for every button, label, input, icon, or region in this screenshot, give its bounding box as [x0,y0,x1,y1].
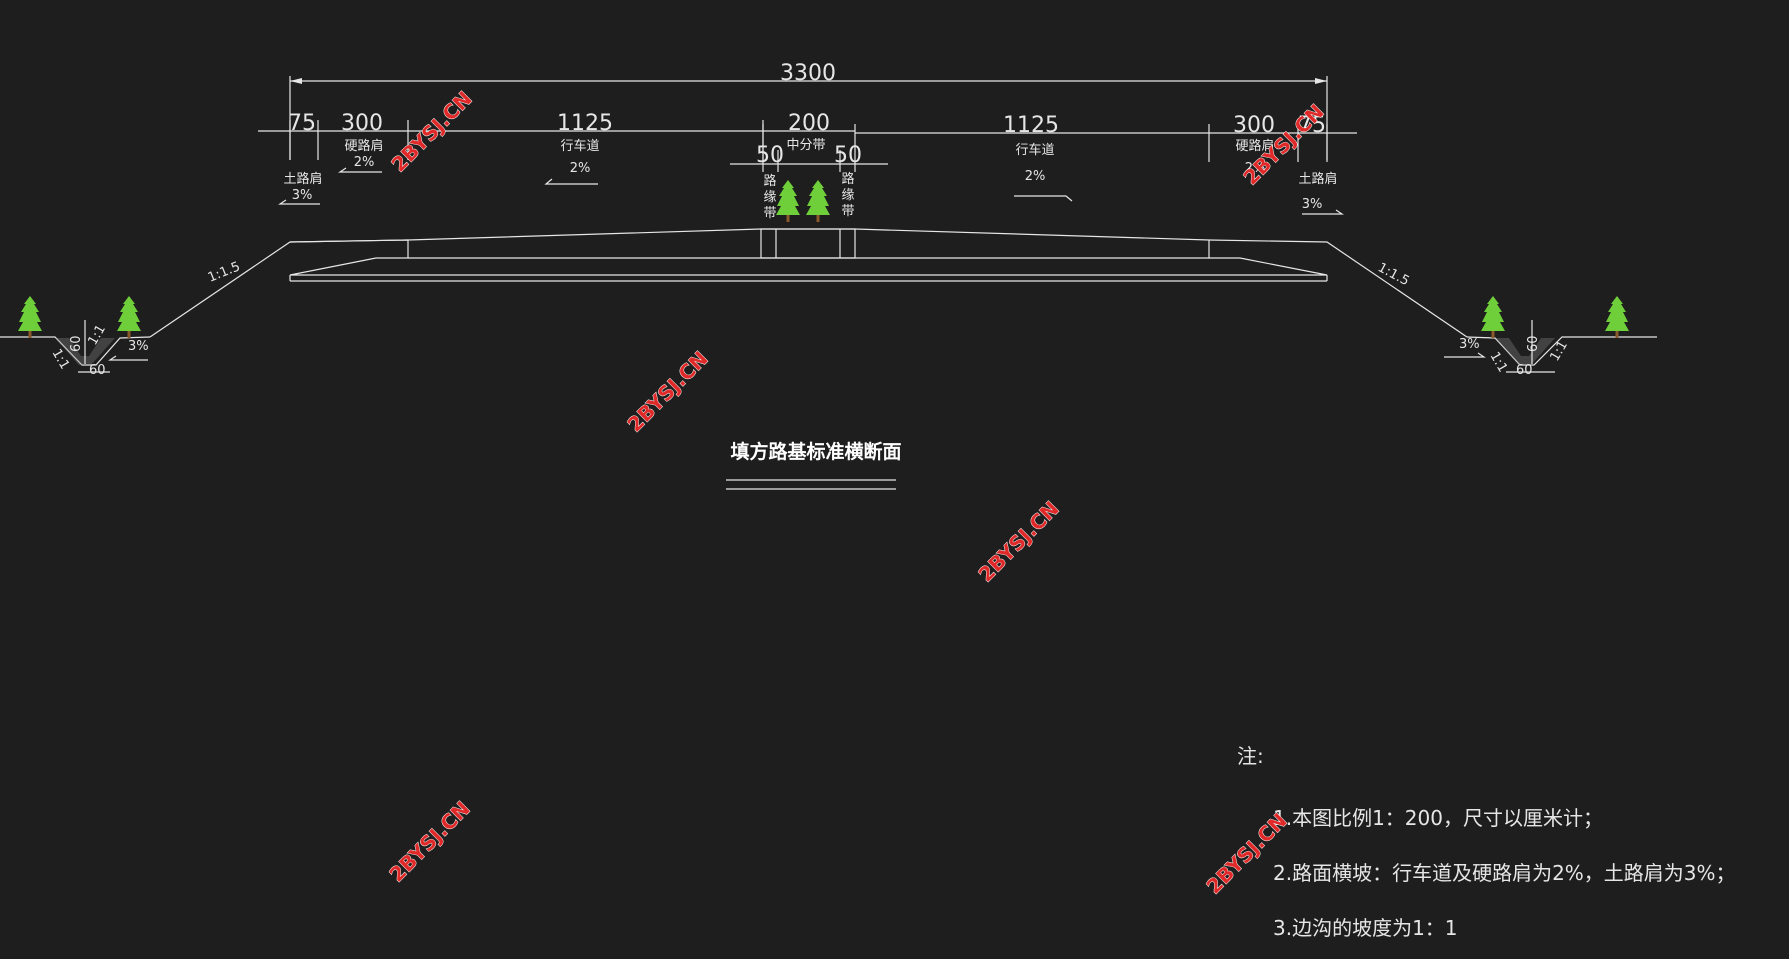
right-carriageway-width: 1125 [1003,113,1059,138]
roadbed-section: 1:1.5 1:1.5 [149,228,1468,338]
right-carriageway-slope: 2% [1025,169,1046,184]
right-ditch-side-slope-1: 1:1 [1487,350,1510,376]
notes-heading: 注: [1237,744,1264,768]
left-earth-shoulder-label: 土路肩 [283,171,322,187]
tree-icon [18,296,42,338]
watermark: 2BYSJ.CN [974,496,1064,586]
left-ditch-depth: 60 [69,335,84,352]
left-sub-dimensions: 75 300 1125 [258,111,764,160]
watermark: 2BYSJ.CN [385,796,475,886]
right-earth-shoulder-width: 75 [1298,113,1326,138]
left-ditch-width: 60 [89,363,106,378]
left-embankment-slope: 1:1.5 [206,259,243,285]
left-hard-shoulder-slope: 2% [354,155,375,170]
right-strip-char-1: 路 [841,171,854,187]
left-earth-shoulder-width: 75 [288,111,316,136]
left-strip-char-1: 路 [763,173,776,189]
watermarks: 2BYSJ.CN 2BYSJ.CN 2BYSJ.CN 2BYSJ.CN 2BYS… [384,86,1329,899]
tree-icon [1605,296,1629,338]
right-strip-char-3: 带 [841,204,854,219]
median-label: 中分带 [786,138,825,153]
left-strip-char-2: 缘 [763,190,776,205]
left-hard-shoulder-label: 硬路肩 [344,138,383,154]
median-tree-icon [806,180,830,222]
right-carriageway-label: 行车道 [1015,142,1054,158]
watermark: 2BYSJ.CN [623,346,713,436]
ground-and-ditches: 60 60 1:1 1:1 3% 60 60 1:1 1:1 3% [0,296,1657,378]
median-dimensions: 200 中分带 50 50 路 缘 带 路 缘 带 [730,111,888,222]
lane-labels: 土路肩 3% 硬路肩 2% 行车道 2% 行车道 2% 硬路肩 2% 土路肩 3… [278,138,1344,215]
watermark: 2BYSJ.CN [1202,808,1292,898]
median-right-strip-width: 50 [834,143,862,168]
total-width-dimension: 3300 [289,61,1328,160]
title-text: 填方路基标准横断面 [730,440,901,463]
right-hard-shoulder-label: 硬路肩 [1235,138,1274,154]
right-earth-shoulder-slope: 3% [1302,197,1323,212]
notes: 注: 1.本图比例1：200，尺寸以厘米计； 2.路面横坡：行车道及硬路肩为2%… [1237,744,1736,940]
note-3: 3.边沟的坡度为1：1 [1273,916,1458,940]
right-ditch-depth: 60 [1526,335,1541,352]
left-carriageway-label: 行车道 [560,138,599,154]
tree-icon [117,296,141,338]
right-earth-shoulder-label: 土路肩 [1298,171,1337,187]
left-carriageway-slope: 2% [570,161,591,176]
right-hard-shoulder-slope: 2% [1245,161,1266,176]
right-strip-char-2: 缘 [841,188,854,203]
note-2: 2.路面横坡：行车道及硬路肩为2%，土路肩为3%； [1273,861,1736,885]
right-hard-shoulder-width: 300 [1233,113,1275,138]
left-strip-char-3: 带 [763,206,776,221]
left-berm-slope: 3% [128,339,149,354]
right-sub-dimensions: 1125 300 75 [855,113,1357,162]
left-carriageway-width: 1125 [557,111,613,136]
total-width-label: 3300 [780,61,836,86]
tree-icon [1481,296,1505,338]
note-1: 1.本图比例1：200，尺寸以厘米计； [1273,806,1603,830]
median-left-strip-width: 50 [756,143,784,168]
median-width: 200 [788,111,830,136]
drawing-title: 填方路基标准横断面 [726,440,902,490]
left-earth-shoulder-slope: 3% [292,188,313,203]
right-berm-slope: 3% [1459,337,1480,352]
left-hard-shoulder-width: 300 [341,111,383,136]
right-ditch-width: 60 [1516,363,1533,378]
right-embankment-slope: 1:1.5 [1375,260,1411,289]
median-tree-icon [776,180,800,222]
